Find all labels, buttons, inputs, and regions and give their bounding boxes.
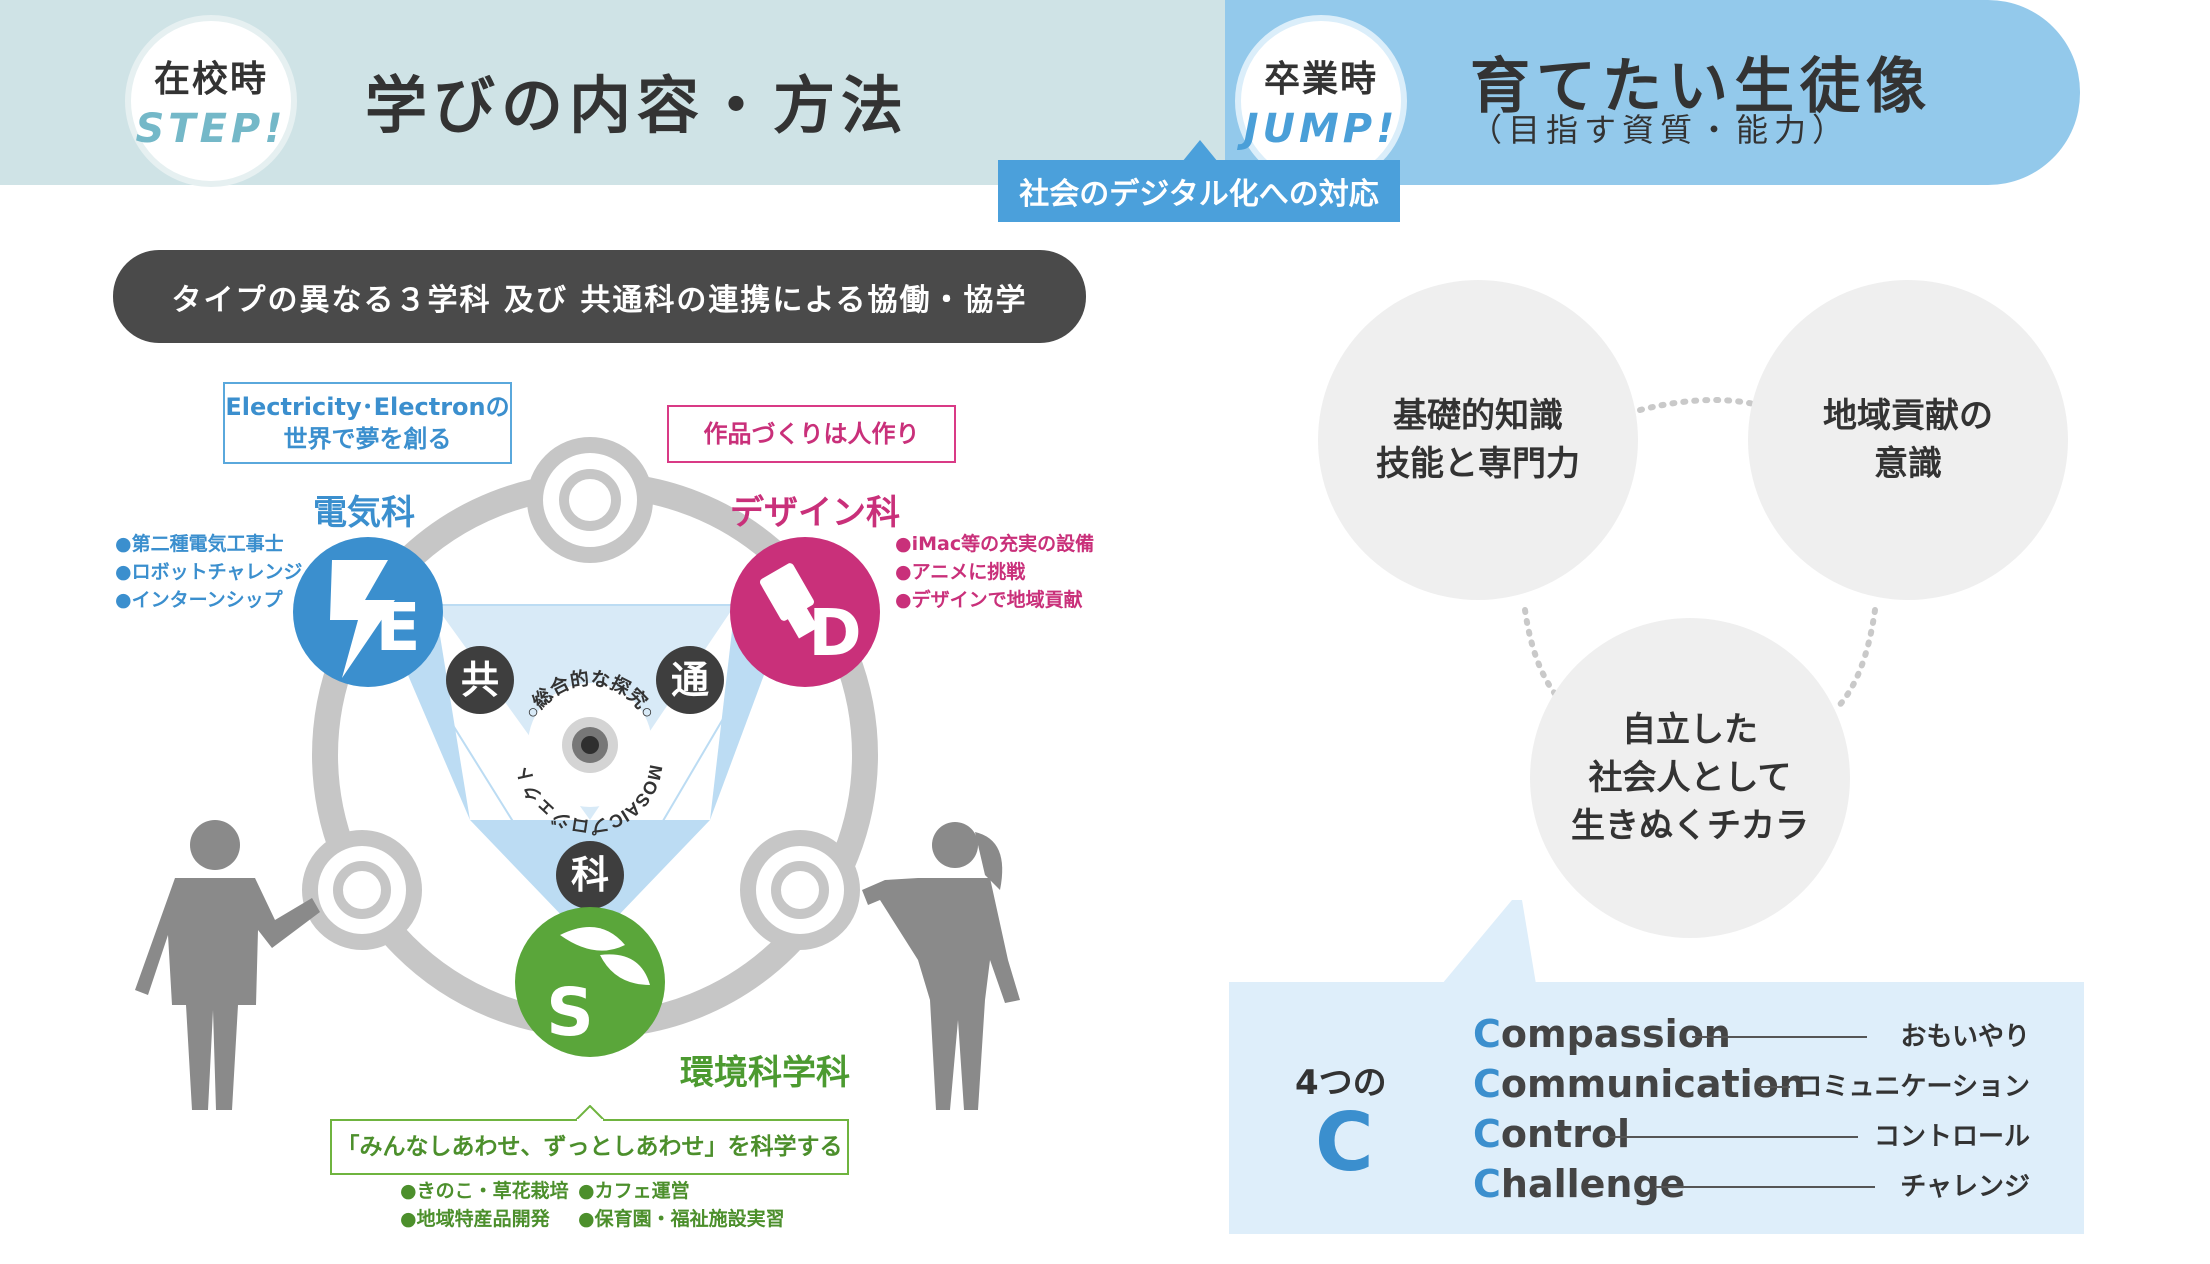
electric-bullet: ●第二種電気工事士 [115,533,284,555]
four-c-letter: C [1315,1096,1374,1189]
design-bullets: ●iMac等の充実の設備 ●アニメに挑戦 ●デザインで地域貢献 [895,530,1094,614]
goal-circle-line: 地域貢献の [1823,396,1993,436]
c-item-word: Control [1473,1112,1630,1156]
left-title: 学びの内容・方法 [365,69,910,142]
goal-circle-line: 技能と専門力 [1376,444,1580,484]
digital-label: 社会のデジタル化への対応 [998,160,1400,222]
c-item-rest: ompassion [1500,1012,1731,1056]
male-figure [135,820,320,1110]
electric-logo-icon: E [293,537,443,687]
svg-text:科: 科 [571,853,609,897]
common-char-1: 共 [446,646,514,714]
c-item-leader [1758,1086,1790,1088]
digital-pointer-icon [1182,140,1218,162]
goal-circle-community: 地域貢献の 意識 [1748,280,2068,600]
svg-text:E: E [375,589,420,666]
step-badge-bottom: STEP! [135,106,287,152]
design-logo-icon: D [730,537,880,687]
svg-text:通: 通 [671,658,709,702]
electric-callout: Electricity･Electronの 世界で夢を創る [223,382,512,464]
c-item-rest: ontrol [1500,1112,1631,1156]
c-item-rest: hallenge [1500,1162,1686,1206]
goal-circle-knowledge: 基礎的知識 技能と専門力 [1318,280,1638,600]
connector-ring-left [302,830,422,950]
female-figure [862,822,1020,1110]
svg-text:S: S [546,974,594,1051]
c-item-ja: コントロール [1873,1122,2030,1152]
jump-badge-top: 卒業時 [1263,59,1378,100]
design-callout: 作品づくりは人作り [667,405,956,463]
triangle-outline [376,604,792,947]
environment-callout: 「みんなしあわせ、ずっとしあわせ」を科学する [330,1119,849,1175]
design-bullet: ●デザインで地域貢献 [895,589,1083,611]
goal-circle-line: 自立した [1622,710,1758,750]
electric-bullets: ●第二種電気工事士 ●ロボットチャレンジ ●インターンシップ [115,530,302,614]
c-item-leader [1608,1136,1858,1138]
diagram-graphics: ○総合的な探究○ MOSAICプロジェクト 共 通 科 E [135,437,1020,1110]
environment-logo-icon: S [515,907,665,1057]
environment-bullet: ●カフェ運営 [578,1180,690,1202]
step-badge: 在校時 STEP! [125,15,297,187]
four-c-panel [1229,982,2084,1234]
c-item-word: Challenge [1473,1162,1685,1206]
goal-circle-line: 生きぬくチカラ [1571,806,1809,846]
electric-dept-name: 電気科 [313,493,415,533]
electric-bullet: ●ロボットチャレンジ [115,561,303,583]
c-item-leader [1655,1186,1875,1188]
design-dept-name: デザイン科 [730,493,900,533]
c-item-cap: C [1473,1012,1501,1056]
goal-circle-line: 基礎的知識 [1393,396,1563,436]
c-item-word: Communication [1473,1062,1806,1106]
c-item-rest: ommunication [1500,1062,1806,1106]
goal-circle-independence: 自立した 社会人として 生きぬくチカラ [1530,618,1850,938]
four-c-label: 4つの [1295,1063,1387,1103]
environment-bullet: ●きのこ・草花栽培 [400,1180,569,1202]
design-bullet: ●アニメに挑戦 [895,561,1026,583]
goal-circle-line: 社会人として [1588,758,1792,798]
connector-ring-right [740,830,860,950]
electric-callout-line2: 世界で夢を創る [283,425,452,453]
environment-callout-pointer-icon [574,1105,606,1121]
environment-bullet: ●保育園・福祉施設実習 [578,1208,785,1230]
c-item-word: Compassion [1473,1012,1731,1056]
speech-pointer-icon [1442,900,1536,984]
svg-text:D: D [808,597,861,671]
svg-text:共: 共 [461,658,499,702]
collaboration-banner: タイプの異なる３学科 及び 共通科の連携による協働・協学 [113,250,1086,343]
center-target-core [581,736,599,754]
step-badge-top: 在校時 [153,59,268,100]
common-char-2: 通 [656,646,724,714]
environment-bullet: ●地域特産品開発 [400,1208,550,1230]
design-bullet: ●iMac等の充実の設備 [895,533,1095,555]
right-title: 育てたい生徒像 [1470,52,1932,122]
c-item-cap: C [1473,1162,1501,1206]
electric-bullet: ●インターンシップ [115,589,283,611]
electric-callout-line1: Electricity･Electronの [225,393,510,421]
c-item-ja: おもいやり [1900,1022,2030,1052]
c-item-cap: C [1473,1112,1501,1156]
c-item-cap: C [1473,1062,1501,1106]
c-item-ja: チャレンジ [1900,1172,2030,1202]
right-subtitle: （目指す資質・能力） [1470,111,1851,149]
common-char-3: 科 [556,841,624,909]
c-item-ja: コミュニケーション [1796,1072,2030,1102]
c-item-leader [1692,1036,1867,1038]
connector-ring-top [527,437,653,563]
jump-badge-bottom: JUMP! [1243,106,1399,152]
environment-bullets-col1: ●きのこ・草花栽培 ●地域特産品開発 [400,1177,569,1233]
goal-circle-line: 意識 [1874,444,1942,484]
environment-bullets-col2: ●カフェ運営 ●保育園・福祉施設実習 [578,1177,785,1233]
environment-dept-name: 環境科学科 [680,1053,850,1093]
